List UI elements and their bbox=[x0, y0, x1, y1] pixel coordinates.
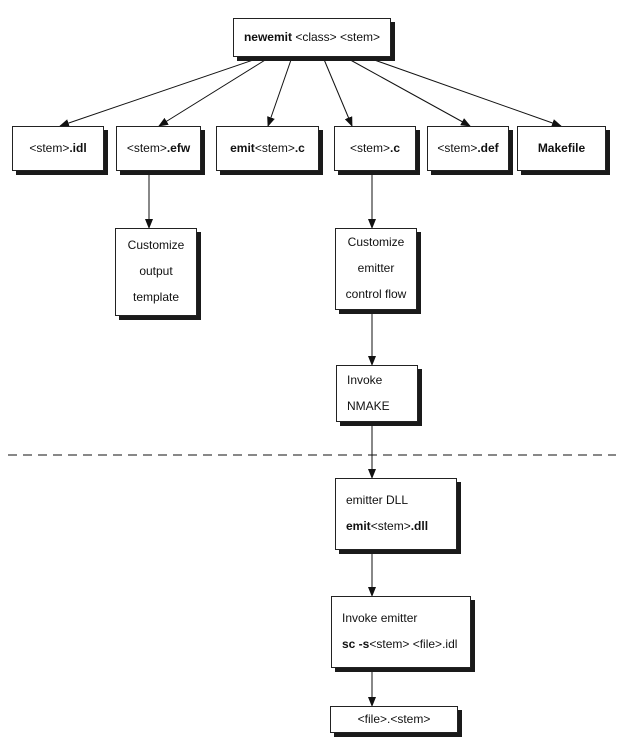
arrow-top-to-emit-c bbox=[267, 56, 293, 127]
customize-flow-line-3: control flow bbox=[345, 286, 407, 301]
emit-c-stem: <stem> bbox=[254, 140, 295, 155]
file-box-stem-c: <stem>.c bbox=[334, 126, 416, 171]
arrow-top-to-stem-c bbox=[322, 56, 353, 127]
emitter-dll-box: emitter DLL emit<stem>.dll bbox=[335, 478, 457, 550]
arrow-top-to-efw bbox=[158, 56, 271, 127]
invoke-nmake-line-2: NMAKE bbox=[347, 398, 390, 413]
file-box-efw: <stem>.efw bbox=[116, 126, 201, 171]
emitter-dll-ext: .dll bbox=[410, 519, 429, 533]
customize-flow-line-2: emitter bbox=[357, 261, 395, 276]
efw-ext: .efw bbox=[166, 140, 191, 155]
def-stem: <stem> bbox=[437, 140, 478, 155]
arrow-top-to-idl bbox=[59, 56, 263, 127]
invoke-nmake-box: Invoke NMAKE bbox=[336, 365, 418, 422]
output-file-label: <file>.<stem> bbox=[357, 711, 431, 726]
invoke-emitter-command: sc -s bbox=[342, 637, 370, 651]
arrow-top-to-makefile bbox=[365, 56, 562, 127]
stem-c-ext: .c bbox=[390, 140, 401, 155]
output-file-box: <file>.<stem> bbox=[330, 706, 458, 733]
arrow-top-to-def bbox=[344, 56, 471, 127]
customize-template-box: Customize output template bbox=[115, 228, 197, 316]
emit-c-prefix: emit bbox=[230, 140, 255, 155]
newemit-args: <class> <stem> bbox=[291, 29, 381, 44]
idl-stem: <stem> bbox=[29, 140, 70, 155]
invoke-emitter-box: Invoke emitter sc -s<stem> <file>.idl bbox=[331, 596, 471, 668]
def-ext: .def bbox=[477, 140, 499, 155]
customize-flow-box: Customize emitter control flow bbox=[335, 228, 417, 310]
stem-c-stem: <stem> bbox=[349, 140, 390, 155]
efw-stem: <stem> bbox=[126, 140, 167, 155]
customize-template-line-2: output bbox=[139, 264, 173, 279]
invoke-emitter-title: Invoke emitter bbox=[342, 611, 418, 626]
emitter-dll-stem: <stem> bbox=[370, 519, 411, 533]
invoke-nmake-line-1: Invoke bbox=[347, 372, 383, 387]
file-box-makefile: Makefile bbox=[517, 126, 606, 171]
customize-template-line-1: Customize bbox=[127, 238, 185, 253]
emitter-dll-title: emitter DLL bbox=[346, 493, 409, 508]
newemit-command-box: newemit <class> <stem> bbox=[233, 18, 391, 57]
file-box-emit-c: emit<stem>.c bbox=[216, 126, 319, 171]
customize-flow-line-1: Customize bbox=[347, 235, 405, 250]
invoke-emitter-args: <stem> <file>.idl bbox=[369, 637, 458, 651]
emitter-dll-prefix: emit bbox=[346, 519, 371, 533]
emit-c-ext: .c bbox=[294, 140, 305, 155]
idl-ext: .idl bbox=[69, 140, 87, 155]
makefile-label: Makefile bbox=[537, 140, 586, 155]
customize-template-line-3: template bbox=[132, 289, 180, 304]
newemit-command: newemit bbox=[243, 29, 292, 44]
file-box-def: <stem>.def bbox=[427, 126, 509, 171]
file-box-idl: <stem>.idl bbox=[12, 126, 104, 171]
